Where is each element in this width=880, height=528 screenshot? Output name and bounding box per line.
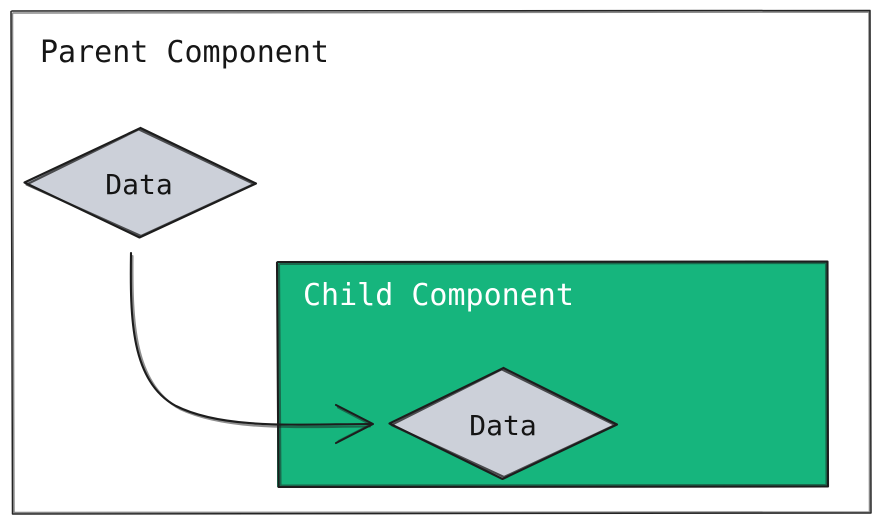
parent-data-label: Data xyxy=(105,168,172,201)
parent-data-diamond-outline xyxy=(23,126,258,239)
parent-component-border-pass2 xyxy=(11,11,871,514)
child-data-diamond-outline-pass2 xyxy=(390,367,617,479)
data-flow-arrow[interactable] xyxy=(129,251,375,445)
parent-data-diamond-outline-pass2 xyxy=(25,127,256,238)
child-component-border-pass2 xyxy=(277,261,828,487)
data-flow-arrow-line-pass2 xyxy=(131,254,372,429)
parent-data-node[interactable]: Data xyxy=(23,126,258,239)
parent-component-title: Parent Component xyxy=(40,35,329,70)
child-component-border xyxy=(275,260,830,489)
parent-component-border xyxy=(10,9,872,515)
data-flow-arrowhead-pass2 xyxy=(336,406,372,443)
child-data-label: Data xyxy=(469,409,536,442)
child-component-title: Child Component xyxy=(303,278,574,313)
child-data-diamond-outline xyxy=(388,366,619,481)
child-data-node[interactable]: Data xyxy=(388,366,619,481)
